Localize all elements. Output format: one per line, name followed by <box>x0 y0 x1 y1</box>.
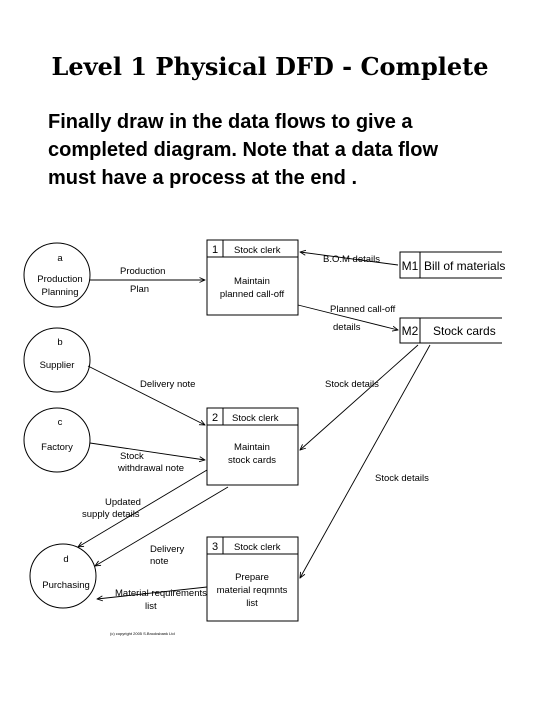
process-role: Stock clerk <box>234 542 281 553</box>
store-m1: M1 Bill of materials <box>399 251 505 279</box>
entity-label: Supplier <box>40 360 75 371</box>
flow-stock-withdrawal: Stock withdrawal note <box>89 442 205 474</box>
flow-planned-calloff: Planned call-off details <box>297 304 398 333</box>
copyright-note: (c) copyright 2005 S.Brooksbank Ltd <box>110 631 175 636</box>
entity-label: Purchasing <box>42 580 90 591</box>
process-number: 3 <box>212 541 218 553</box>
store-m2: M2 Stock cards <box>399 317 502 344</box>
flow-label: Production <box>120 266 165 277</box>
flow-label: Delivery note <box>140 379 195 390</box>
flow-label: Plan <box>130 284 149 295</box>
intro-line: Finally draw in the data flows to give a <box>48 111 413 133</box>
process-3: 3 Stock clerk Prepare material reqmnts l… <box>206 536 299 622</box>
entity-id: a <box>57 253 63 264</box>
store-name: Bill of materials <box>424 259 505 273</box>
flow-label: Planned call-off <box>330 304 396 315</box>
process-label: Maintain <box>234 442 270 453</box>
flow-label: Delivery <box>150 544 185 555</box>
store-id: M1 <box>402 259 419 273</box>
flow-label: Material requirements <box>115 588 207 599</box>
flow-material-requirements: Material requirements list <box>97 586 207 612</box>
flow-label: Stock details <box>325 379 379 390</box>
entity-production-planning: a Production Planning <box>23 242 91 308</box>
process-role: Stock clerk <box>234 245 281 256</box>
flow-label: details <box>333 322 361 333</box>
process-role: Stock clerk <box>232 413 279 424</box>
flow-label: Updated <box>105 497 141 508</box>
entity-factory: c Factory <box>23 407 91 473</box>
entity-supplier: b Supplier <box>23 327 91 393</box>
flow-label: supply details <box>82 509 140 520</box>
flow-label: withdrawal note <box>117 463 184 474</box>
flow-label: Stock details <box>375 473 429 484</box>
process-label: planned call-off <box>220 289 285 300</box>
process-number: 1 <box>212 244 218 256</box>
process-label: Maintain <box>234 276 270 287</box>
process-label: Prepare <box>235 572 269 583</box>
flow-bom-details: B.O.M details <box>300 252 399 266</box>
entity-id: c <box>58 417 63 428</box>
flow-updated-supply: Updated supply details <box>78 469 208 547</box>
store-id: M2 <box>402 324 419 338</box>
flow-production-plan: Production Plan <box>90 266 205 295</box>
entity-label: Factory <box>41 442 73 453</box>
flow-label: note <box>150 556 169 567</box>
page-title: Level 1 Physical DFD - Complete <box>51 52 489 81</box>
flow-delivery-note-purchasing: Delivery note <box>95 486 229 567</box>
process-2: 2 Stock clerk Maintain stock cards <box>206 407 299 486</box>
intro-line: must have a process at the end . <box>48 167 357 189</box>
entity-purchasing: d Purchasing <box>29 543 97 609</box>
entity-label: Planning <box>42 287 79 298</box>
flow-stock-details-1: Stock details <box>300 344 419 450</box>
flow-label: Stock <box>120 451 144 462</box>
intro-text: Finally draw in the data flows to give a… <box>48 108 518 192</box>
process-1: 1 Stock clerk Maintain planned call-off <box>206 239 299 316</box>
process-number: 2 <box>212 412 218 424</box>
flow-label: B.O.M details <box>323 254 380 265</box>
process-label: stock cards <box>228 455 276 466</box>
flow-stock-details-2: Stock details <box>300 344 431 578</box>
entity-id: b <box>57 337 62 348</box>
entity-id: d <box>63 554 68 565</box>
flow-label: list <box>145 601 157 612</box>
process-label: list <box>246 598 258 609</box>
flow-delivery-note-supplier: Delivery note <box>87 365 205 425</box>
intro-line: completed diagram. Note that a data flow <box>48 139 439 161</box>
store-name: Stock cards <box>433 324 496 338</box>
entity-label: Production <box>37 274 82 285</box>
process-label: material reqmnts <box>217 585 288 596</box>
